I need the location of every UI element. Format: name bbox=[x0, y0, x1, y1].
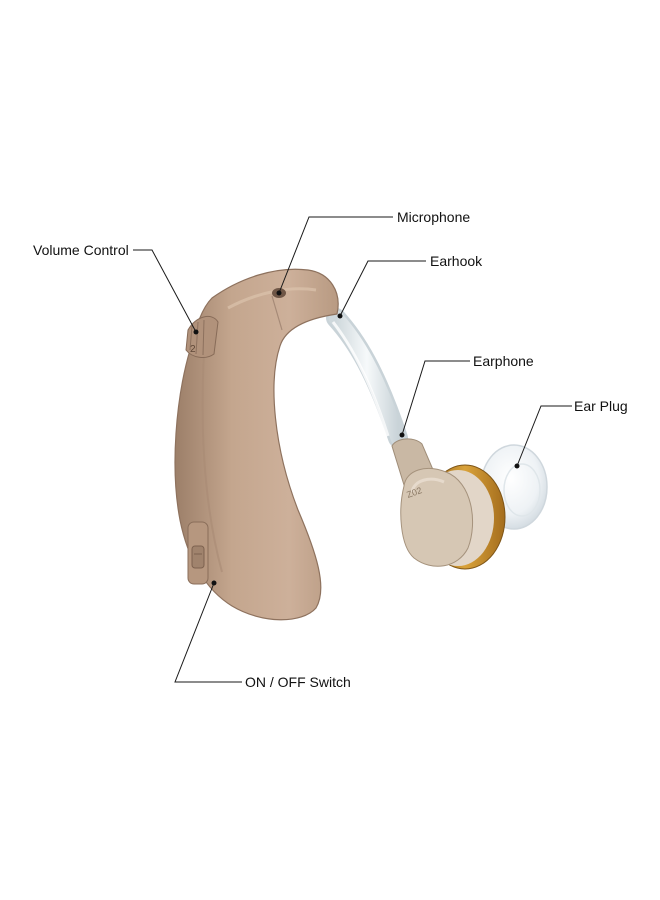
earphone: Z02 bbox=[391, 438, 506, 570]
label-earhook: Earhook bbox=[430, 253, 483, 269]
ear-plug-leader bbox=[516, 405, 572, 467]
volume-wheel-mark: 2 bbox=[190, 344, 196, 355]
label-earphone: Earphone bbox=[473, 353, 534, 369]
on-off-switch-leader bbox=[174, 582, 242, 683]
label-volume-control: Volume Control bbox=[33, 242, 129, 258]
leader-lines bbox=[133, 216, 572, 683]
label-microphone: Microphone bbox=[397, 209, 470, 225]
labels: Microphone Volume Control Earhook Earpho… bbox=[33, 209, 628, 690]
volume-control-wheel: 2 bbox=[185, 315, 219, 358]
earhook-tube bbox=[326, 308, 408, 448]
label-ear-plug: Ear Plug bbox=[574, 398, 628, 414]
earphone-mark: Z02 bbox=[405, 485, 423, 500]
earphone-leader bbox=[401, 360, 470, 436]
label-on-off-switch: ON / OFF Switch bbox=[245, 674, 351, 690]
on-off-switch bbox=[187, 521, 209, 585]
volume-control-leader bbox=[133, 249, 197, 333]
hearing-aid-body bbox=[174, 268, 339, 621]
microphone-leader bbox=[278, 216, 393, 294]
earhook-leader bbox=[339, 260, 426, 317]
